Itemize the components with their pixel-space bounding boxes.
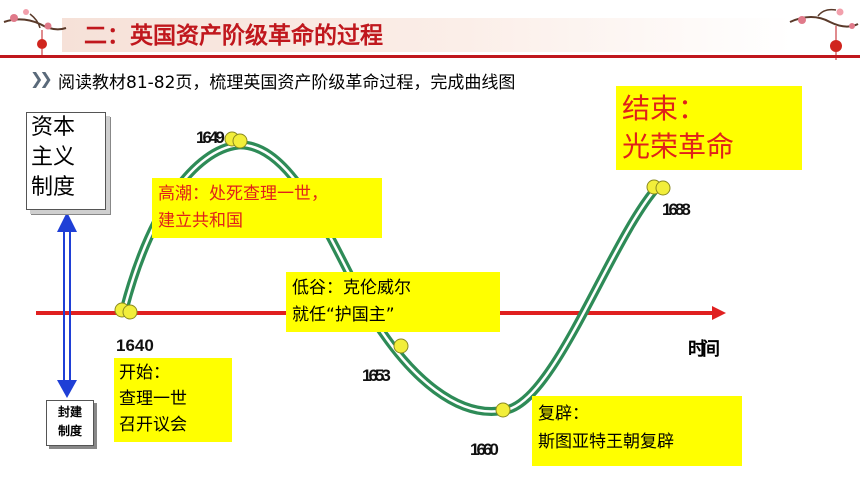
low-line-1: 低谷：克伦威尔 [292, 278, 411, 298]
year-1688: 1688 [662, 200, 691, 219]
start-line-2: 召开议会 [119, 415, 187, 435]
feudal-system-box: 封建 制度 [46, 400, 94, 446]
start-title: 开始： [119, 363, 170, 383]
restoration-title: 复辟： [538, 404, 589, 424]
capitalist-line-3: 制度 [31, 175, 76, 200]
node-1653 [393, 338, 409, 354]
node-1660 [495, 402, 511, 418]
title-band [62, 18, 792, 52]
annotation-end: 结束： 光荣革命 [616, 86, 802, 170]
feudal-line-1: 封建 [57, 405, 82, 419]
annotation-low: 低谷：克伦威尔 就任“护国主” [286, 272, 500, 332]
start-line-1: 查理一世 [119, 389, 187, 409]
year-1640: 1640 [116, 336, 154, 355]
climax-line-1: 高潮：处死查理一世， [158, 184, 328, 204]
capitalist-system-box: 资本 主义 制度 [26, 112, 106, 210]
slide-title: 二：英国资产阶级革命的过程 [84, 23, 383, 49]
title-bar: 二：英国资产阶级革命的过程 [0, 6, 860, 60]
annotation-climax: 高潮：处死查理一世， 建立共和国 [152, 178, 382, 238]
year-1653: 1653 [362, 366, 391, 385]
node-1688-b [655, 180, 671, 196]
low-line-2: 就任“护国主” [292, 305, 395, 325]
node-1640-b [122, 304, 138, 320]
feudal-line-2: 制度 [57, 424, 82, 438]
double-chevron-icon: ❯❯ [30, 69, 53, 88]
time-axis-label: 时间 [688, 339, 720, 360]
event-nodes [114, 131, 671, 418]
instruction-text: 阅读教材81-82页，梳理英国资产阶级革命过程，完成曲线图 [58, 73, 516, 93]
annotation-restoration: 复辟： 斯图亚特王朝复辟 [532, 396, 742, 466]
node-1649-b [232, 133, 248, 149]
vertical-double-arrow [57, 212, 77, 398]
end-line-2: 光荣革命 [622, 130, 735, 163]
end-line-1: 结束： [622, 92, 707, 125]
plum-blossom-decoration [3, 8, 859, 60]
restoration-text: 斯图亚特王朝复辟 [538, 432, 674, 452]
climax-line-2: 建立共和国 [158, 211, 243, 231]
capitalist-line-2: 主义 [31, 145, 76, 170]
annotation-start: 开始： 查理一世 召开议会 [114, 358, 232, 442]
year-1649: 1649 [196, 128, 225, 147]
header-divider [0, 55, 860, 58]
year-1660: 1660 [470, 440, 499, 459]
capitalist-line-1: 资本 [31, 115, 76, 140]
